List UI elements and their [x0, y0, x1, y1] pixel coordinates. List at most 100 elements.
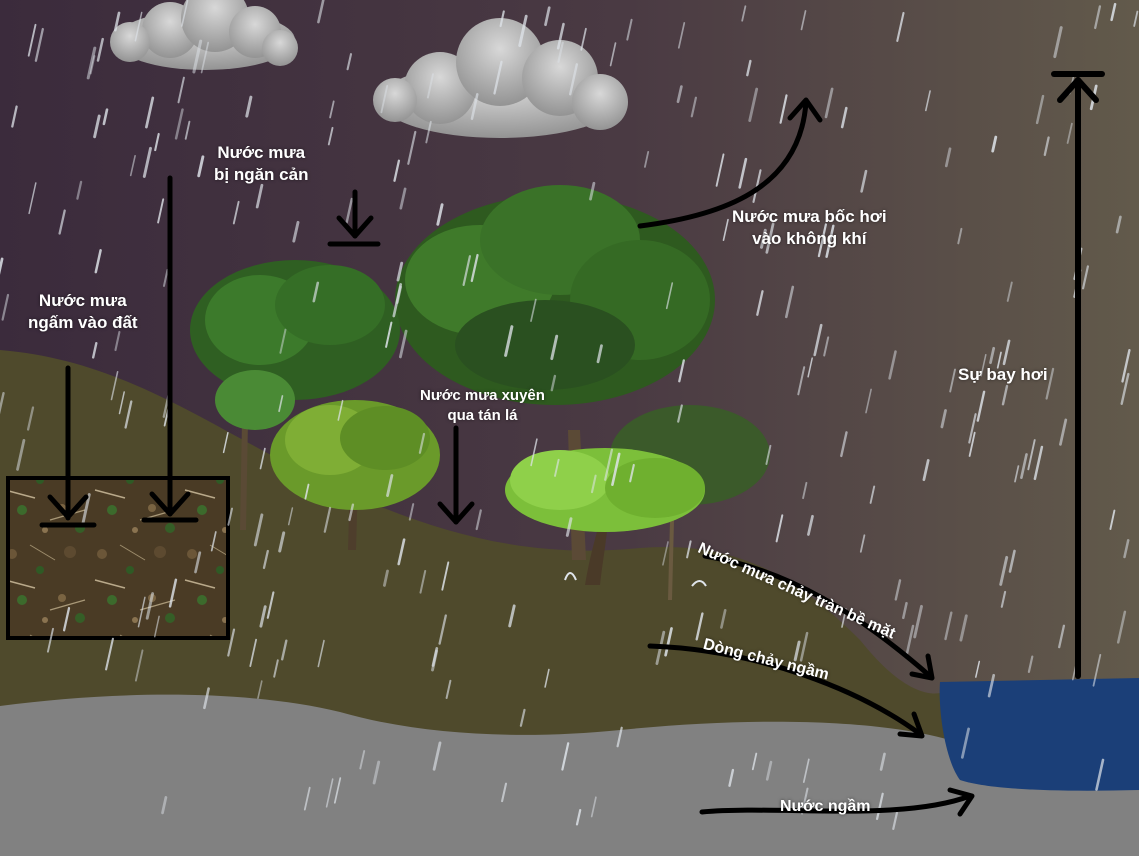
raindrop	[273, 659, 279, 678]
raindrop	[1006, 281, 1013, 302]
raindrop	[11, 105, 18, 128]
blocked-arrow	[327, 189, 381, 247]
raindrop	[1035, 94, 1045, 125]
raindrop	[419, 570, 427, 594]
raindrop	[26, 406, 35, 431]
raindrop	[157, 198, 165, 224]
groundwater-arrow	[699, 787, 975, 817]
raindrop	[436, 203, 444, 226]
raindrop	[0, 257, 4, 275]
label-infiltration-line1: Nước mưa	[38, 291, 127, 310]
raindrop	[556, 22, 565, 50]
raindrop	[752, 169, 762, 203]
raindrop	[348, 503, 355, 522]
raindrop	[922, 459, 930, 482]
label-evaporation: Sự bay hơi	[958, 365, 1048, 384]
raindrop	[949, 368, 956, 393]
raindrop	[996, 351, 1002, 369]
raindrop	[385, 321, 393, 348]
raindrop	[445, 679, 452, 699]
raindrop	[589, 181, 596, 201]
raindrop	[823, 336, 830, 357]
raindrop	[800, 10, 807, 31]
raindrop	[102, 108, 109, 126]
raindrop	[28, 182, 37, 215]
raindrop	[807, 357, 813, 378]
raindrop	[499, 10, 505, 28]
raindrop	[1014, 465, 1020, 483]
raindrop	[1027, 439, 1036, 471]
raindrop	[686, 540, 692, 559]
raindrop	[840, 106, 848, 129]
raindrop	[359, 750, 366, 770]
raindrop	[34, 27, 44, 62]
raindrop	[802, 481, 808, 500]
label-infiltration-line2: ngấm vào đất	[28, 313, 138, 332]
raindrop	[91, 342, 98, 359]
raindrop	[825, 224, 835, 258]
raindrop	[399, 187, 407, 210]
raindrop	[518, 14, 528, 48]
raindrop	[924, 90, 931, 112]
raindrop	[968, 431, 976, 457]
raindrop	[1120, 372, 1130, 405]
raindrop	[824, 87, 834, 119]
raindrop	[960, 727, 970, 759]
raindrop	[278, 531, 286, 553]
raindrop	[1094, 5, 1102, 30]
raindrop	[690, 96, 698, 118]
raindrop	[1123, 539, 1130, 559]
raindrop	[137, 596, 146, 628]
raindrop	[779, 94, 788, 124]
raindrop	[425, 120, 432, 144]
raindrop	[944, 611, 953, 641]
raindrop	[253, 513, 264, 547]
raindrop	[281, 639, 288, 661]
raindrop	[16, 438, 26, 471]
raindrop	[392, 283, 403, 318]
raindrop	[976, 390, 986, 422]
raindrop	[840, 431, 848, 458]
raindrop	[418, 432, 426, 454]
label-rain-blocked: Nước mưa bị ngăn cản	[214, 142, 308, 186]
raindrop	[81, 493, 91, 526]
raindrop	[1043, 136, 1050, 157]
raindrop	[807, 514, 814, 536]
label-through-canopy-line1: Nước mưa xuyên	[420, 387, 545, 404]
raindrop	[902, 601, 908, 620]
raindrop	[287, 507, 294, 526]
raindrop	[380, 85, 389, 114]
raindrop	[249, 638, 258, 667]
raindrop	[312, 281, 320, 303]
raindrop	[333, 777, 342, 804]
raindrop	[629, 463, 635, 483]
raindrop	[644, 150, 650, 168]
raindrop	[859, 534, 866, 553]
raindrop	[676, 85, 683, 104]
evaporation-arrow	[1051, 71, 1105, 679]
raindrop	[382, 569, 389, 587]
raindrop	[93, 114, 101, 139]
raindrop	[86, 46, 97, 80]
raindrop	[110, 370, 119, 401]
raindrop	[76, 180, 83, 200]
raindrop	[1002, 339, 1011, 366]
raindrop	[1053, 26, 1063, 59]
raindrop	[544, 668, 550, 688]
raindrop	[508, 604, 516, 628]
tree-left	[190, 260, 400, 400]
raindrop	[611, 452, 621, 487]
raindrop	[519, 708, 526, 727]
rain-splash	[564, 572, 707, 587]
raindrop	[860, 169, 868, 193]
surface-runoff-arrow	[702, 553, 935, 681]
label-through-canopy: Nước mưa xuyên qua tán lá	[420, 386, 545, 426]
raindrop	[728, 768, 735, 787]
raindrop	[738, 157, 748, 189]
raindrop	[799, 631, 809, 662]
raindrop	[944, 147, 952, 168]
raindrop	[775, 514, 784, 543]
raindrop	[470, 253, 479, 283]
label-evaporate-air: Nước mưa bốc hơi vào không khí	[732, 206, 887, 250]
infiltration-arrow-2	[141, 175, 199, 523]
